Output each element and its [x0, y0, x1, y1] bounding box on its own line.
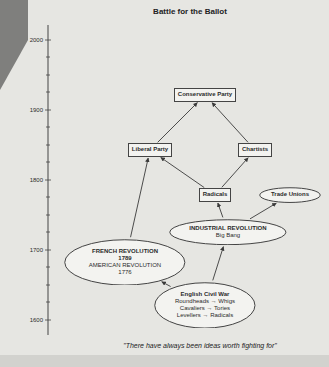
oval-shape: [260, 188, 320, 203]
wall-caption: "There have always been ideas worth figh…: [123, 342, 277, 349]
tick: [46, 75, 50, 76]
tick: [46, 285, 50, 286]
node-heading: Radicals: [202, 191, 228, 198]
tick: [45, 180, 51, 181]
oval-shape: [155, 282, 255, 327]
oval-shape: [65, 239, 185, 284]
tick: [45, 320, 51, 321]
timeline-year: 2000: [30, 37, 43, 43]
node-heading: FRENCH REVOLUTION 1789: [85, 248, 165, 262]
party-box: Chartists: [238, 143, 272, 156]
node-heading: Trade Unions: [270, 191, 310, 198]
party-box: Radicals: [199, 188, 232, 201]
floor-shadow: [0, 355, 329, 367]
node-heading: Chartists: [241, 146, 269, 153]
lineage-line: [212, 103, 248, 143]
lineage-line: [131, 158, 149, 237]
node-content: English Civil WarRoundheads → Whigs Cava…: [172, 291, 238, 320]
event-oval: Trade Unions: [259, 187, 321, 203]
tick: [46, 92, 50, 93]
timeline-year: 1600: [30, 317, 43, 323]
tick: [46, 57, 50, 58]
tick: [46, 215, 50, 216]
tick: [46, 302, 50, 303]
node-content: Liberal Party: [131, 146, 169, 153]
tick: [46, 232, 50, 233]
lineage-line: [161, 157, 204, 187]
lineage-line: [162, 282, 171, 287]
node-heading: Conservative Party: [177, 91, 233, 98]
node-heading: English Civil War: [172, 291, 238, 298]
tick: [45, 110, 51, 111]
party-box: Liberal Party: [128, 143, 172, 156]
node-content: Chartists: [241, 146, 269, 153]
lineage-line: [213, 247, 224, 281]
timeline-year: 1800: [30, 177, 43, 183]
diagram-title: Battle for the Ballot: [153, 7, 227, 16]
side-wall: [0, 0, 28, 90]
node-body: Roundheads → Whigs Cavaliers → Tories Le…: [172, 298, 238, 320]
lineage-line: [222, 158, 248, 188]
timeline-year: 1900: [30, 107, 43, 113]
tick: [46, 162, 50, 163]
event-oval: INDUSTRIAL REVOLUTIONBig Bang: [169, 219, 287, 245]
tick: [45, 40, 51, 41]
node-content: INDUSTRIAL REVOLUTIONBig Bang: [188, 225, 267, 239]
lineage-line: [218, 203, 223, 217]
tick: [46, 127, 50, 128]
lineage-line: [158, 103, 198, 143]
tick: [45, 250, 51, 251]
node-body: Big Bang: [188, 232, 267, 239]
node-body: AMERICAN REVOLUTION 1776: [85, 262, 165, 276]
tick: [46, 267, 50, 268]
node-content: FRENCH REVOLUTION 1789AMERICAN REVOLUTIO…: [85, 248, 165, 277]
event-oval: English Civil WarRoundheads → Whigs Cava…: [154, 282, 256, 329]
tick: [46, 145, 50, 146]
node-content: Conservative Party: [177, 91, 233, 98]
tick: [46, 197, 50, 198]
node-content: Radicals: [202, 191, 228, 198]
timeline-year: 1700: [30, 247, 43, 253]
node-content: Trade Unions: [270, 191, 310, 198]
oval-shape: [170, 220, 286, 245]
timeline-ticks: [45, 40, 51, 320]
party-box: Conservative Party: [174, 88, 236, 101]
node-heading: Liberal Party: [131, 146, 169, 153]
event-oval: FRENCH REVOLUTION 1789AMERICAN REVOLUTIO…: [64, 239, 186, 286]
node-heading: INDUSTRIAL REVOLUTION: [188, 225, 267, 232]
lineage-line: [250, 203, 276, 219]
